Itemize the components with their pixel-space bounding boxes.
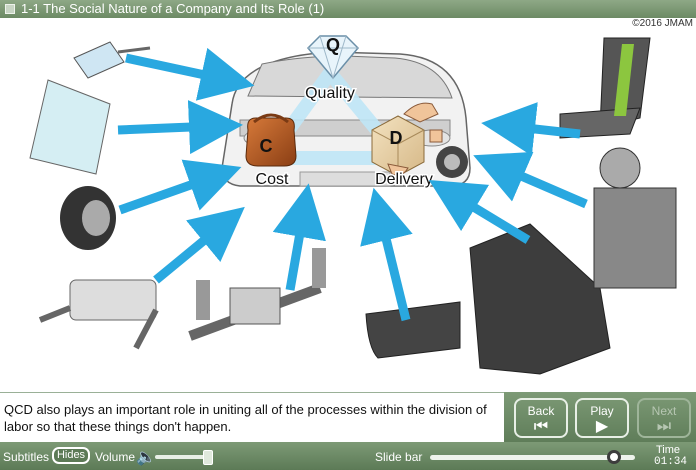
play-icon: ▶ [595, 418, 609, 435]
diamond-icon [306, 35, 360, 80]
delivery-label: Delivery [375, 171, 433, 188]
side-mirror-part [73, 41, 151, 79]
tire-part [60, 186, 116, 250]
qcd-triangle [261, 66, 407, 165]
windshield-part [29, 79, 111, 175]
skip-back-icon: ⏮ [533, 418, 549, 435]
slide-illustration: Q Quality C Cost D Delivery [0, 18, 696, 392]
slide-bar-handle[interactable] [607, 450, 621, 464]
trim-panel-part [365, 301, 461, 359]
cost-letter: C [260, 136, 273, 156]
delivery-letter: D [390, 128, 403, 148]
dashboard-part [469, 223, 611, 375]
volume-slider-handle[interactable] [203, 450, 213, 465]
seat-part [559, 37, 651, 139]
time-value: 01:34 [654, 456, 688, 468]
muffler-part [38, 279, 159, 350]
navigation-panel: Back ⏮ Play ▶ Next ⏭ [504, 392, 696, 442]
time-label: Time [656, 444, 681, 456]
skip-next-icon: ⏭ [656, 418, 672, 435]
title-bar: 1-1 The Social Nature of a Company and I… [0, 0, 696, 18]
subtitle-area: QCD also plays an important role in unit… [0, 392, 510, 441]
bottom-control-bar: Subtitles Hides Volume 🔈 Slide bar Time … [0, 442, 696, 470]
engine-part [593, 147, 677, 289]
hides-toggle-button[interactable]: Hides [52, 447, 90, 464]
delivery-box-icon [371, 102, 443, 177]
volume-slider[interactable] [155, 455, 210, 459]
back-button[interactable]: Back ⏮ [514, 398, 568, 438]
next-label: Next [651, 404, 677, 418]
title-square-icon [5, 4, 15, 14]
back-label: Back [527, 404, 555, 418]
cost-label: Cost [256, 171, 289, 188]
play-button[interactable]: Play ▶ [575, 398, 629, 438]
slide-title: 1-1 The Social Nature of a Company and I… [21, 1, 325, 16]
quality-label: Quality [305, 85, 355, 102]
purse-icon [245, 113, 297, 167]
play-label: Play [590, 404, 614, 418]
volume-label: Volume [95, 450, 136, 464]
subtitles-label: Subtitles [3, 450, 50, 464]
quality-letter: Q [326, 35, 340, 55]
next-button[interactable]: Next ⏭ [637, 398, 691, 438]
axle-part [188, 248, 326, 341]
subtitle-text: QCD also plays an important role in unit… [4, 402, 487, 434]
slide-bar-track[interactable] [430, 455, 635, 460]
speaker-icon[interactable]: 🔈 [136, 449, 156, 466]
copyright: ©2016 JMAM [632, 18, 693, 29]
slidebar-label: Slide bar [375, 450, 423, 464]
parts-arrows [117, 47, 588, 322]
